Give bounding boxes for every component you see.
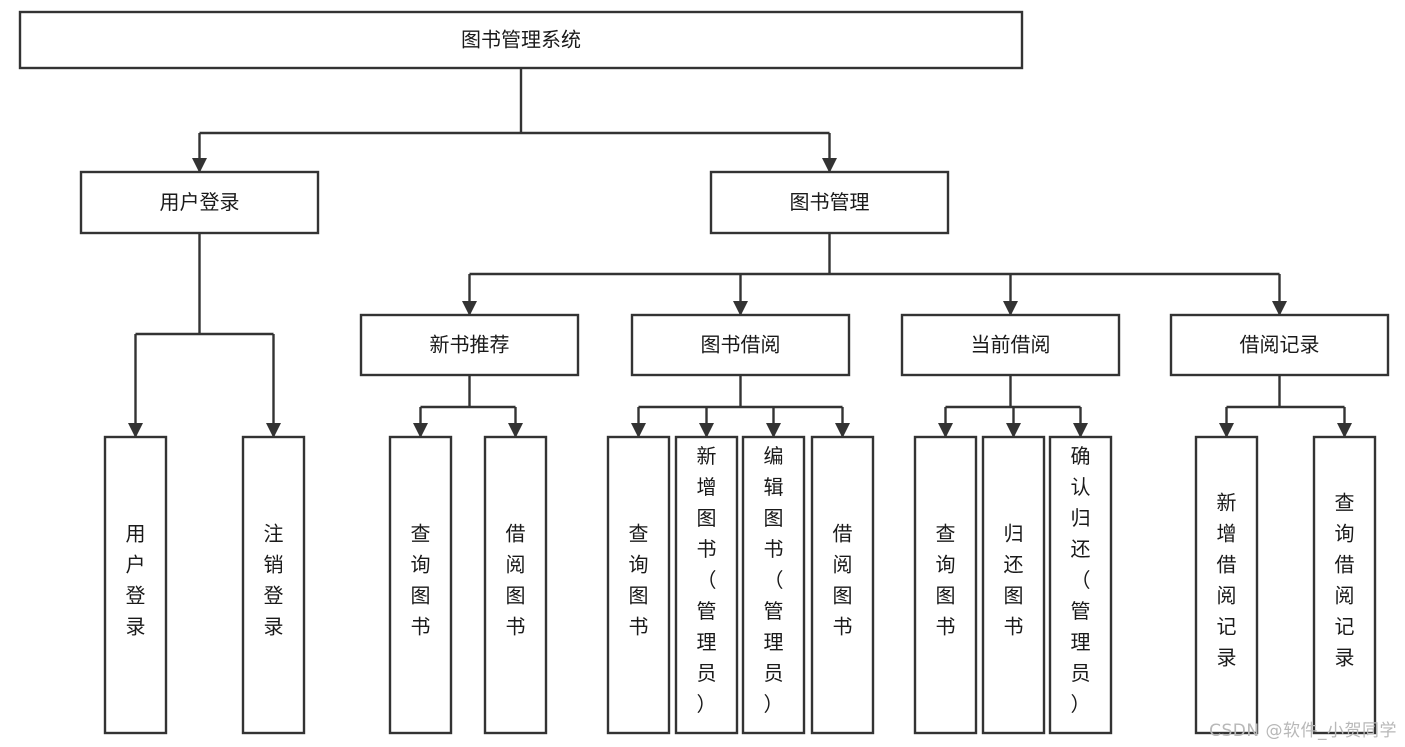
node-label-current-borrow: 当前借阅: [971, 333, 1051, 357]
node-box-new-book-recommend[interactable]: [359, 313, 580, 377]
node-label-leaf-query-record: 查询借阅记录: [1335, 491, 1355, 670]
edge-arrowhead: [1272, 301, 1287, 316]
node-label-leaf-borrow-book-bb: 借阅图书: [833, 522, 853, 639]
node-leaf-user-login[interactable]: 用户登录: [103, 435, 168, 735]
edge-arrowhead: [1006, 423, 1021, 438]
node-label-leaf-add-record: 新增借阅记录: [1217, 491, 1237, 670]
node-label-leaf-return-book: 归还图书: [1004, 522, 1024, 639]
edge-arrowhead: [266, 423, 281, 438]
node-borrow-record[interactable]: 借阅记录: [1169, 313, 1390, 377]
edge-arrowhead: [413, 423, 428, 438]
node-leaf-query-book-cb[interactable]: 查询图书: [913, 435, 978, 735]
node-label-leaf-query-book-nb: 查询图书: [411, 522, 431, 639]
node-box-leaf-query-book-nb[interactable]: [388, 435, 453, 735]
edge-arrowhead: [631, 423, 646, 438]
node-box-leaf-query-record[interactable]: [1312, 435, 1377, 735]
node-box-leaf-logout[interactable]: [241, 435, 306, 735]
node-label-leaf-confirm-return: 确认归还（管理员）: [1071, 444, 1091, 716]
node-box-book-borrow[interactable]: [630, 313, 851, 377]
edge-arrowhead: [508, 423, 523, 438]
edge-group-root: [192, 68, 837, 173]
edge-group-book-borrow: [631, 375, 850, 438]
node-box-user-login[interactable]: [79, 170, 320, 235]
edge-arrowhead: [1337, 423, 1352, 438]
node-leaf-logout[interactable]: 注销登录: [241, 435, 306, 735]
edge-layer: [128, 68, 1352, 438]
node-label-root: 图书管理系统: [461, 28, 581, 52]
node-label-book-borrow: 图书借阅: [701, 333, 781, 357]
node-label-leaf-user-login: 用户登录: [126, 522, 146, 639]
node-book-manage[interactable]: 图书管理: [709, 170, 950, 235]
node-user-login[interactable]: 用户登录: [79, 170, 320, 235]
node-book-borrow[interactable]: 图书借阅: [630, 313, 851, 377]
node-leaf-return-book[interactable]: 归还图书: [981, 435, 1046, 735]
node-box-leaf-return-book[interactable]: [981, 435, 1046, 735]
edge-arrowhead: [1073, 423, 1088, 438]
edge-arrowhead: [128, 423, 143, 438]
node-label-leaf-borrow-book-nb: 借阅图书: [506, 522, 526, 639]
node-box-leaf-user-login[interactable]: [103, 435, 168, 735]
node-label-leaf-add-book: 新增图书（管理员）: [697, 444, 717, 716]
node-box-leaf-add-record[interactable]: [1194, 435, 1259, 735]
edge-group-user-login: [128, 233, 281, 438]
node-leaf-confirm-return[interactable]: 确认归还（管理员）: [1048, 435, 1113, 735]
edge-arrowhead: [835, 423, 850, 438]
node-label-leaf-query-book-cb: 查询图书: [936, 522, 956, 639]
node-box-leaf-query-book-bb[interactable]: [606, 435, 671, 735]
node-label-user-login: 用户登录: [160, 190, 240, 214]
node-leaf-add-book[interactable]: 新增图书（管理员）: [674, 435, 739, 735]
edge-arrowhead: [699, 423, 714, 438]
node-box-leaf-borrow-book-nb[interactable]: [483, 435, 548, 735]
node-box-leaf-add-book[interactable]: [674, 435, 739, 735]
node-layer: 图书管理系统用户登录图书管理新书推荐图书借阅当前借阅借阅记录用户登录注销登录查询…: [18, 10, 1390, 735]
edge-arrowhead: [1003, 301, 1018, 316]
node-label-leaf-query-book-bb: 查询图书: [629, 522, 649, 639]
node-label-leaf-edit-book: 编辑图书（管理员）: [764, 444, 784, 716]
node-current-borrow[interactable]: 当前借阅: [900, 313, 1121, 377]
edge-arrowhead: [938, 423, 953, 438]
node-box-root[interactable]: [18, 10, 1024, 70]
edge-arrowhead: [462, 301, 477, 316]
edge-arrowhead: [733, 301, 748, 316]
node-box-leaf-query-book-cb[interactable]: [913, 435, 978, 735]
edge-arrowhead: [822, 158, 837, 173]
node-leaf-add-record[interactable]: 新增借阅记录: [1194, 435, 1259, 735]
node-label-borrow-record: 借阅记录: [1240, 333, 1320, 357]
edge-arrowhead: [766, 423, 781, 438]
edge-arrowhead: [1219, 423, 1234, 438]
node-leaf-edit-book[interactable]: 编辑图书（管理员）: [741, 435, 806, 735]
node-box-current-borrow[interactable]: [900, 313, 1121, 377]
edge-group-current-borrow: [938, 375, 1088, 438]
edge-group-borrow-record: [1219, 375, 1352, 438]
edge-group-book-manage: [462, 233, 1287, 316]
node-new-book-recommend[interactable]: 新书推荐: [359, 313, 580, 377]
node-leaf-query-book-bb[interactable]: 查询图书: [606, 435, 671, 735]
edge-arrowhead: [192, 158, 207, 173]
node-label-new-book-recommend: 新书推荐: [430, 333, 510, 357]
edge-group-new-book-recommend: [413, 375, 523, 438]
node-box-borrow-record[interactable]: [1169, 313, 1390, 377]
node-leaf-query-record[interactable]: 查询借阅记录: [1312, 435, 1377, 735]
node-box-leaf-edit-book[interactable]: [741, 435, 806, 735]
node-leaf-borrow-book-bb[interactable]: 借阅图书: [810, 435, 875, 735]
node-box-leaf-confirm-return[interactable]: [1048, 435, 1113, 735]
node-label-leaf-logout: 注销登录: [264, 522, 284, 639]
node-box-leaf-borrow-book-bb[interactable]: [810, 435, 875, 735]
node-box-book-manage[interactable]: [709, 170, 950, 235]
node-label-book-manage: 图书管理: [790, 190, 870, 214]
node-root[interactable]: 图书管理系统: [18, 10, 1024, 70]
node-leaf-query-book-nb[interactable]: 查询图书: [388, 435, 453, 735]
node-leaf-borrow-book-nb[interactable]: 借阅图书: [483, 435, 548, 735]
